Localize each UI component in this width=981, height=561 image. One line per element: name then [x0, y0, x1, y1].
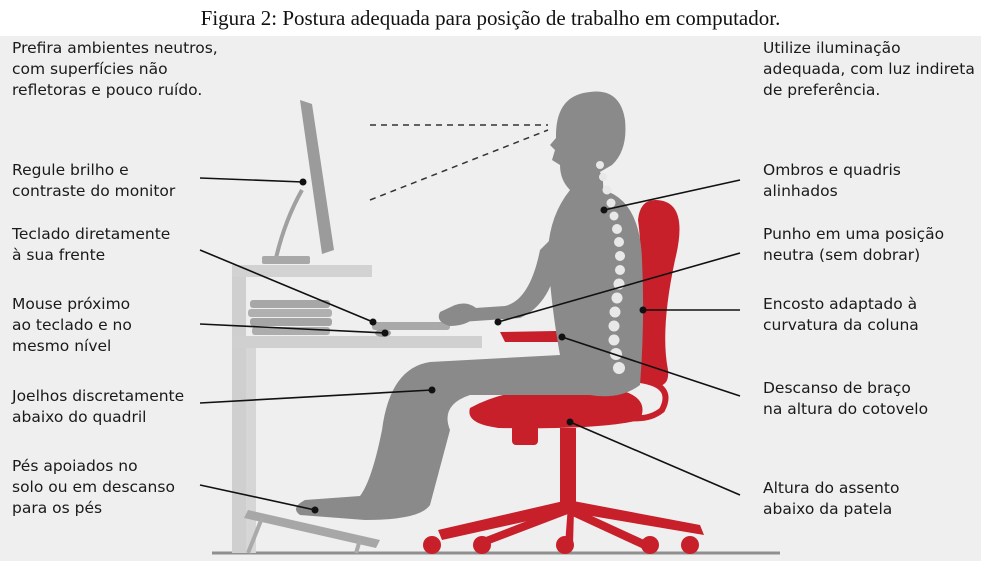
label-altura-assento: Altura do assento abaixo da patela	[763, 479, 900, 518]
desk	[232, 265, 482, 553]
figure-caption: Figura 2: Postura adequada para posição …	[200, 6, 781, 30]
sight-line-bottom	[369, 129, 549, 201]
label-joelhos: Joelhos discretamente abaixo do quadril	[12, 387, 185, 426]
spine	[596, 161, 625, 374]
monitor	[262, 100, 334, 264]
footrest	[244, 510, 380, 554]
keyboard	[372, 322, 450, 330]
illustration-background	[0, 36, 981, 561]
person-silhouette	[296, 91, 644, 521]
label-ambientes: Prefira ambientes neutros, com superfíci…	[12, 39, 218, 99]
label-encosto: Encosto adaptado à curvatura da coluna	[763, 295, 919, 334]
label-iluminacao: Utilize iluminação adequada, com luz ind…	[763, 39, 975, 99]
label-ombros-quadris: Ombros e quadris alinhados	[763, 161, 901, 200]
label-mouse: Mouse próximo ao teclado e no mesmo níve…	[12, 295, 132, 355]
label-teclado: Teclado diretamente à sua frente	[12, 225, 171, 264]
label-pes: Pés apoiados no solo ou em descanso para…	[12, 457, 175, 517]
label-brilho-monitor: Regule brilho e contraste do monitor	[12, 161, 176, 200]
leader-lines	[199, 177, 741, 514]
label-descanso-braco: Descanso de braço na altura do cotovelo	[763, 379, 929, 418]
label-punho: Punho em uma posição neutra (sem dobrar)	[763, 225, 945, 264]
